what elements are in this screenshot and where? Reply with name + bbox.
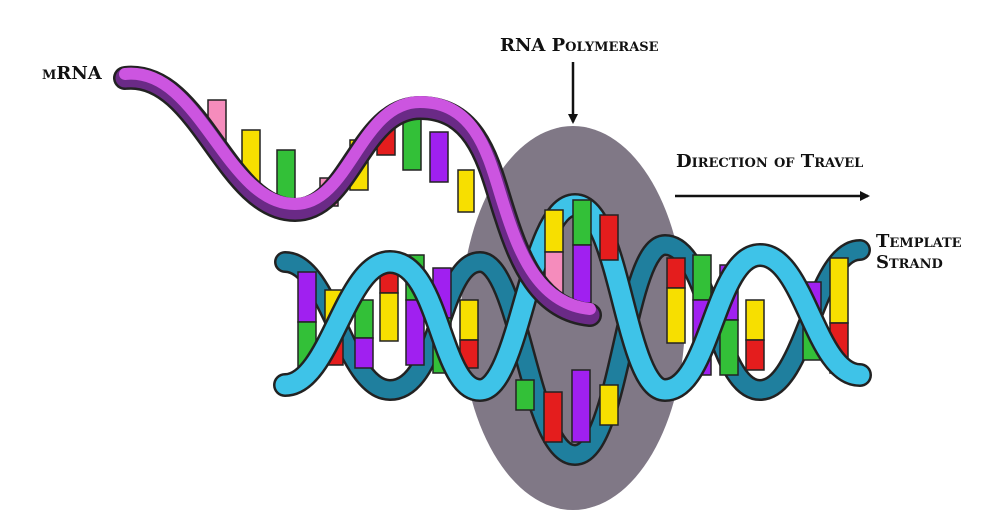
rna-polymerase-label: RNA Polymerase [500, 35, 659, 56]
mrna-label: mRNA [42, 63, 102, 84]
mrna-strand [113, 65, 602, 327]
template-label-line2: Strand [876, 251, 943, 273]
template-label-line1: Template [876, 231, 962, 252]
template-strand-label: Template Strand [876, 231, 962, 273]
direction-of-travel-label: Direction of Travel [676, 151, 864, 172]
dna-back-strand [274, 233, 871, 467]
